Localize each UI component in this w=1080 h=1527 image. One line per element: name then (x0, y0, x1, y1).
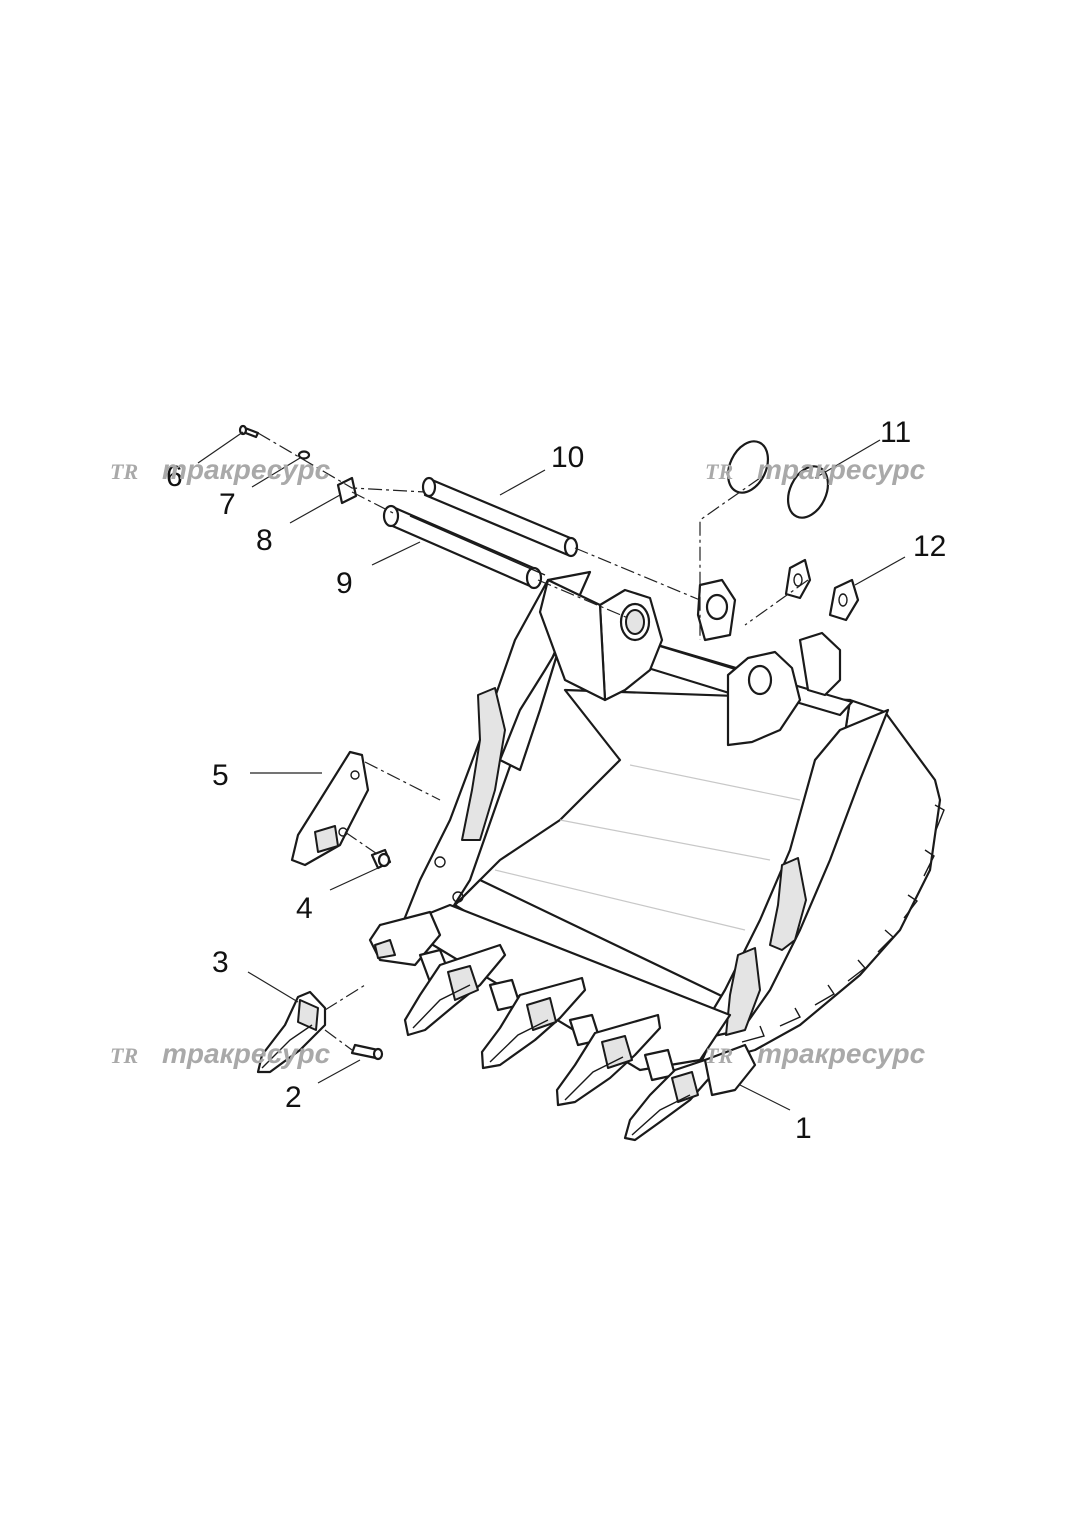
callout-10: 10 (551, 441, 584, 474)
tooth (403, 943, 507, 1037)
exploded-parts (238, 424, 860, 1074)
washer-7 (297, 450, 311, 460)
right-ear-back (798, 631, 842, 697)
watermark-text: тракресурс (162, 454, 331, 485)
pin-9 (382, 504, 546, 590)
callout-2: 2 (285, 1081, 302, 1114)
callout-7: 7 (219, 488, 236, 521)
right-ear-front (726, 650, 802, 747)
hole (452, 891, 464, 903)
watermark-logo: TR (705, 459, 733, 484)
callout-4: 4 (296, 892, 313, 925)
o-ring-11 (786, 465, 830, 519)
top-plate (538, 578, 607, 702)
assembly-lines (257, 432, 809, 1051)
mounting-brackets (538, 578, 842, 747)
tooth (555, 1013, 662, 1107)
tooth (480, 976, 587, 1070)
pin-10 (421, 476, 579, 558)
left-side-wear-strip (461, 687, 506, 841)
watermark-bottom-left: TR тракресурс (110, 1038, 331, 1069)
watermark-bottom-right: TR тракресурс (705, 1038, 926, 1069)
ear-bore (705, 593, 729, 621)
watermark-logo: TR (110, 459, 138, 484)
tooth-3 (256, 990, 327, 1074)
hole (434, 856, 446, 868)
shim-12 (784, 558, 860, 622)
watermark-text: тракресурс (757, 1038, 926, 1069)
callout-6: 6 (166, 460, 183, 493)
callout-5: 5 (212, 759, 229, 792)
leader-lines (197, 431, 906, 1111)
wear-plate-5 (290, 750, 370, 867)
lock-plate-8 (336, 476, 358, 505)
bushing (625, 609, 645, 635)
pin-2 (350, 1043, 384, 1061)
watermark-top-left: TR тракресурс (110, 454, 331, 485)
right-side-wear-strip-lower (725, 947, 761, 1036)
callout-12: 12 (913, 530, 946, 563)
right-side-cutter (703, 1043, 757, 1097)
callout-11: 11 (880, 416, 911, 449)
tooth (623, 1058, 714, 1142)
callout-1: 1 (795, 1112, 812, 1145)
callout-9: 9 (336, 567, 353, 600)
watermark-text: тракресурс (757, 454, 926, 485)
callout-numbers: 1 2 3 4 5 6 7 8 9 10 11 12 (166, 416, 946, 1145)
bolt-4 (370, 848, 392, 870)
watermark-text: тракресурс (162, 1038, 331, 1069)
callout-8: 8 (256, 524, 273, 557)
callout-3: 3 (212, 946, 229, 979)
right-side-wear-strip-upper (769, 857, 807, 951)
ear-bore (747, 664, 773, 696)
watermark-logo: TR (110, 1043, 138, 1068)
watermark-logo: TR (705, 1043, 733, 1068)
bucket (400, 570, 945, 1067)
teeth-row (368, 903, 757, 1142)
bolt-6 (238, 424, 260, 439)
watermark-top-right: TR тракресурс (705, 454, 926, 485)
